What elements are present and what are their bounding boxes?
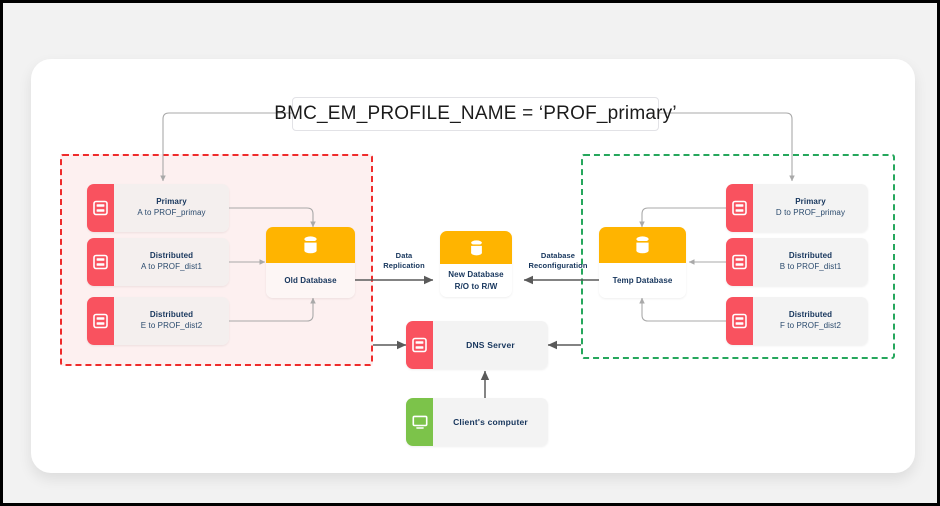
node-subtitle: A to PROF_dist1 <box>140 262 203 271</box>
node-text: Primary D to PROF_primay <box>753 184 868 232</box>
database-label-wrap: New Database R/O to R/W <box>440 264 512 297</box>
node-title: Primary <box>156 197 187 207</box>
server-icon <box>87 184 114 232</box>
database-icon <box>266 227 355 263</box>
node-subtitle: B to PROF_dist1 <box>779 262 842 271</box>
node-title: Distributed <box>149 251 194 261</box>
database-reconfiguration-line1: Database <box>540 251 576 260</box>
dns-server-box[interactable]: DNS Server <box>406 321 548 369</box>
node-text: DNS Server <box>433 321 548 369</box>
server-icon <box>726 184 753 232</box>
node-text: Distributed A to PROF_dist1 <box>114 238 229 286</box>
new-database-label-line1: New Database <box>448 270 504 280</box>
node-text: Client's computer <box>433 398 548 446</box>
data-replication-label: Data Replication <box>375 251 433 271</box>
node-subtitle: F to PROF_dist2 <box>779 321 842 330</box>
server-icon <box>726 238 753 286</box>
old-database-label: Old Database <box>284 275 337 285</box>
node-text: Distributed B to PROF_dist1 <box>753 238 868 286</box>
old-database-box[interactable]: Old Database <box>266 227 355 298</box>
node-subtitle: E to PROF_dist2 <box>140 321 203 330</box>
database-icon <box>440 231 512 264</box>
node-subtitle: A to PROF_primay <box>137 208 206 217</box>
node-right-primary[interactable]: Primary D to PROF_primay <box>726 184 868 232</box>
database-label-wrap: Temp Database <box>599 262 686 298</box>
client-computer-label: Client's computer <box>453 417 528 427</box>
node-right-distributed-2[interactable]: Distributed F to PROF_dist2 <box>726 297 868 345</box>
new-database-box[interactable]: New Database R/O to R/W <box>440 231 512 297</box>
node-title: Distributed <box>788 251 833 261</box>
node-title: Distributed <box>149 310 194 320</box>
data-replication-line2: Replication <box>383 261 425 271</box>
data-replication-line1: Data <box>395 251 413 260</box>
client-computer-box[interactable]: Client's computer <box>406 398 548 446</box>
dns-server-label: DNS Server <box>466 340 515 350</box>
node-title: Distributed <box>788 310 833 320</box>
database-label-wrap: Old Database <box>266 262 355 298</box>
server-icon <box>87 297 114 345</box>
node-left-primary[interactable]: Primary A to PROF_primay <box>87 184 229 232</box>
server-icon <box>726 297 753 345</box>
node-text: Distributed E to PROF_dist2 <box>114 297 229 345</box>
database-icon <box>599 227 686 263</box>
node-title: Primary <box>795 197 826 207</box>
node-text: Distributed F to PROF_dist2 <box>753 297 868 345</box>
node-left-distributed-1[interactable]: Distributed A to PROF_dist1 <box>87 238 229 286</box>
node-right-distributed-1[interactable]: Distributed B to PROF_dist1 <box>726 238 868 286</box>
node-text: Primary A to PROF_primay <box>114 184 229 232</box>
server-icon <box>406 321 433 369</box>
database-reconfiguration-label: Database Reconfiguration <box>519 251 597 271</box>
server-icon <box>87 238 114 286</box>
temp-database-box[interactable]: Temp Database <box>599 227 686 298</box>
profile-name-label: BMC_EM_PROFILE_NAME = ‘PROF_primary’ <box>274 97 677 131</box>
database-reconfiguration-line2: Reconfiguration <box>528 261 588 271</box>
new-database-label-line2: R/O to R/W <box>454 281 498 291</box>
monitor-icon <box>406 398 433 446</box>
node-subtitle: D to PROF_primay <box>775 208 846 217</box>
temp-database-label: Temp Database <box>612 275 673 285</box>
node-left-distributed-2[interactable]: Distributed E to PROF_dist2 <box>87 297 229 345</box>
